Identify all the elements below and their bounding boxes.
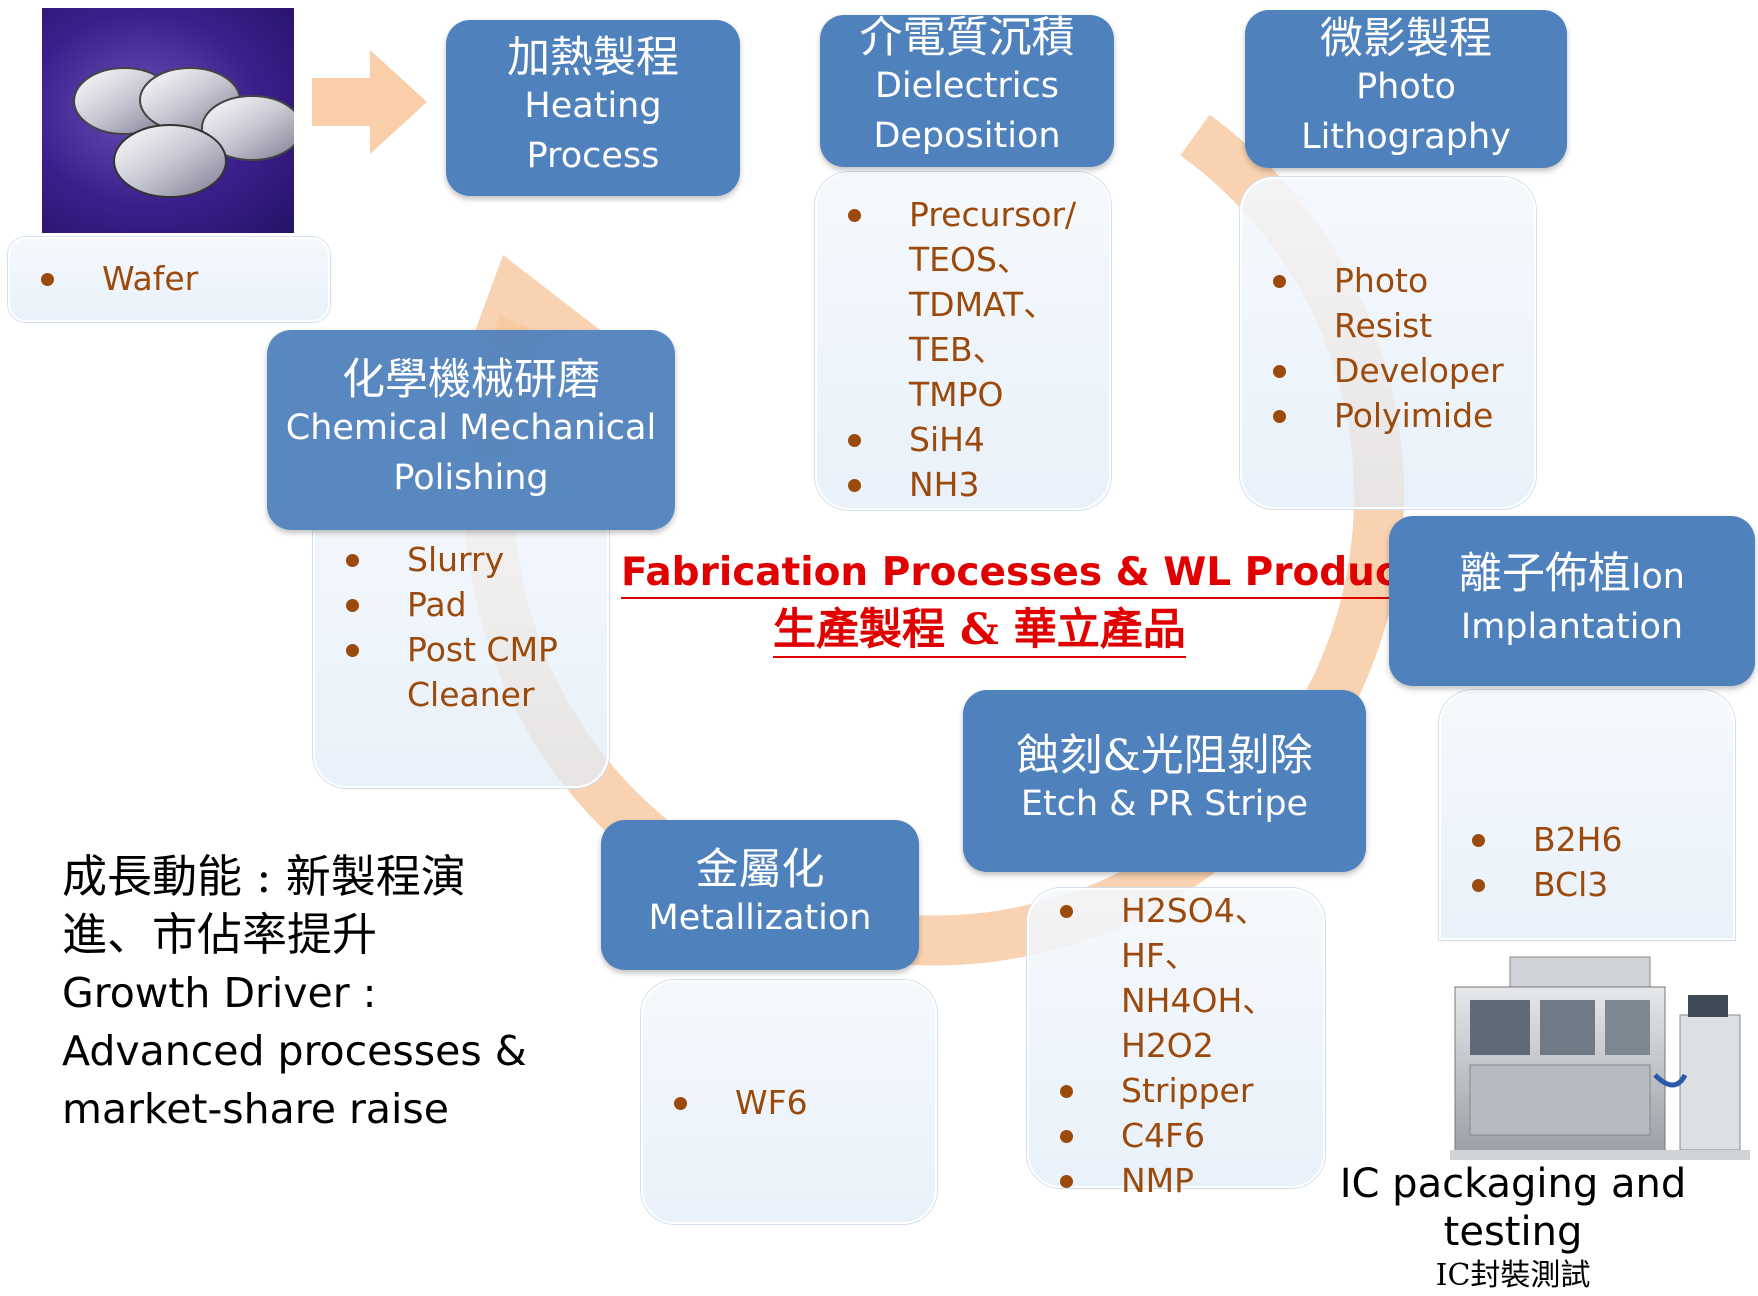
growth-en-1: Growth Driver : [62, 969, 377, 1017]
stage-etch: 蝕刻&光阻剝除 Etch & PR Stripe [963, 690, 1366, 872]
machine-window [1605, 1000, 1650, 1055]
stage-cmp-en-1: Chemical Mechanical [285, 408, 657, 449]
cmp-item: Post CMP Cleaner [313, 627, 558, 717]
stage-cmp-en-2: Polishing [393, 458, 549, 499]
metal-item: WF6 [641, 1080, 808, 1125]
etch-panel: H2SO4、 HF、 NH4OH、 H2O2 Stripper C4F6 NMP [1027, 888, 1325, 1200]
metal-panel: WF6 [641, 980, 937, 1224]
dielectrics-item-list: Precursor/ TEOS、 TDMAT、 TEB、 TMPO SiH4 N… [815, 192, 1076, 507]
ic-packaging-caption: IC packaging and testing IC封裝測試 [1268, 1160, 1758, 1296]
cmp-item: Pad [313, 582, 558, 627]
machine-floor-shadow [1450, 1150, 1750, 1160]
ion-panel: B2H6 BCl3 [1439, 690, 1735, 940]
wafer-disc-4 [113, 124, 227, 198]
diagram-title-zh: 生產製程 & 華立產品 [773, 605, 1186, 658]
stage-etch-en-1: Etch & PR Stripe [1020, 784, 1309, 825]
dielectrics-item: SiH4 [815, 417, 1076, 462]
etch-item: NMP [1027, 1158, 1275, 1203]
stage-dielectrics-zh: 介電質沉積 [859, 13, 1075, 64]
photo-panel: Photo Resist Developer Polyimide [1240, 177, 1536, 509]
machine-top-box [1509, 956, 1651, 988]
dielectrics-panel: Precursor/ TEOS、 TDMAT、 TEB、 TMPO SiH4 N… [815, 172, 1111, 510]
wafer-to-heating-arrow [312, 50, 427, 154]
stage-photo-en-1: Photo [1356, 67, 1456, 108]
stage-metal: 金屬化 Metallization [601, 820, 919, 970]
machine-window [1540, 1000, 1595, 1055]
stage-ion-en-1: Implantation [1460, 606, 1684, 647]
ion-item: B2H6 [1439, 817, 1622, 862]
growth-zh-2: 進、市佔率提升 [62, 908, 378, 961]
etch-item: H2SO4、 HF、 NH4OH、 H2O2 [1027, 888, 1275, 1068]
wafer-image [42, 8, 294, 233]
machine-window [1470, 1000, 1530, 1055]
photo-item: Photo Resist [1240, 258, 1504, 348]
stage-metal-en-1: Metallization [648, 898, 872, 939]
stage-dielectrics-en-1: Dielectrics [874, 66, 1060, 107]
stage-cmp-zh: 化學機械研磨 [342, 355, 600, 406]
stage-heating-en-1: Heating [524, 86, 662, 127]
stage-heating: 加熱製程 Heating Process [446, 20, 740, 196]
machine-cables [1653, 1073, 1688, 1088]
diagram-title-en: Fabrication Processes & WL Products [621, 550, 1440, 599]
stage-ion-zh: 離子佈植 [1459, 548, 1632, 599]
wafer-item: Wafer [8, 256, 198, 301]
machine-lower-panel [1469, 1064, 1651, 1136]
stage-etch-zh: 蝕刻&光阻剝除 [1016, 731, 1313, 782]
machine-cabinet [1679, 1014, 1741, 1151]
dielectrics-item: NH3 [815, 462, 1076, 507]
growth-en-3: market-share raise [62, 1085, 449, 1133]
stage-ion: 離子佈植Ion Implantation [1389, 516, 1755, 686]
stage-photo-en-2: Lithography [1301, 117, 1511, 158]
cycle-arrowhead [470, 255, 600, 345]
metal-item-list: WF6 [641, 1080, 808, 1125]
dielectrics-item: Precursor/ TEOS、 TDMAT、 TEB、 TMPO [815, 192, 1076, 417]
ion-item: BCl3 [1439, 862, 1622, 907]
wafer-panel: Wafer [8, 237, 330, 322]
ic-packaging-caption-en: IC packaging and testing [1339, 1161, 1687, 1255]
growth-en-2: Advanced processes & [62, 1027, 527, 1075]
stage-heating-en-2: Process [526, 136, 660, 177]
stage-ion-en-inline: Ion [1631, 556, 1685, 597]
stage-cmp: 化學機械研磨 Chemical Mechanical Polishing [267, 330, 675, 530]
stage-dielectrics: 介電質沉積 Dielectrics Deposition [820, 13, 1114, 167]
photo-item: Polyimide [1240, 393, 1504, 438]
ic-packaging-machine-image [1440, 945, 1756, 1167]
ic-packaging-caption-zh: IC封裝測試 [1435, 1258, 1591, 1293]
etch-item-list: H2SO4、 HF、 NH4OH、 H2O2 Stripper C4F6 NMP [1027, 888, 1275, 1203]
stage-heating-zh: 加熱製程 [507, 33, 679, 84]
stage-metal-zh: 金屬化 [695, 845, 825, 896]
photo-item-list: Photo Resist Developer Polyimide [1240, 258, 1504, 438]
stage-dielectrics-en-2: Deposition [873, 116, 1061, 157]
wafer-item-list: Wafer [8, 256, 198, 301]
stage-ion-title-line: 離子佈植Ion [1459, 550, 1685, 603]
ion-item-list: B2H6 BCl3 [1439, 817, 1622, 907]
growth-driver-text: 成長動能 : 新製程演 進、市佔率提升 Growth Driver : Adva… [62, 848, 527, 1138]
cmp-item: Slurry [313, 537, 558, 582]
growth-zh-1: 成長動能 : 新製程演 [62, 850, 466, 903]
photo-item: Developer [1240, 348, 1504, 393]
stage-photo-zh: 微影製程 [1320, 14, 1492, 65]
cmp-item-list: Slurry Pad Post CMP Cleaner [313, 537, 558, 717]
etch-item: C4F6 [1027, 1113, 1275, 1158]
etch-item: Stripper [1027, 1068, 1275, 1113]
machine-monitor [1688, 995, 1728, 1017]
stage-photo: 微影製程 Photo Lithography [1245, 10, 1567, 168]
wafer-disc-3 [201, 95, 294, 161]
